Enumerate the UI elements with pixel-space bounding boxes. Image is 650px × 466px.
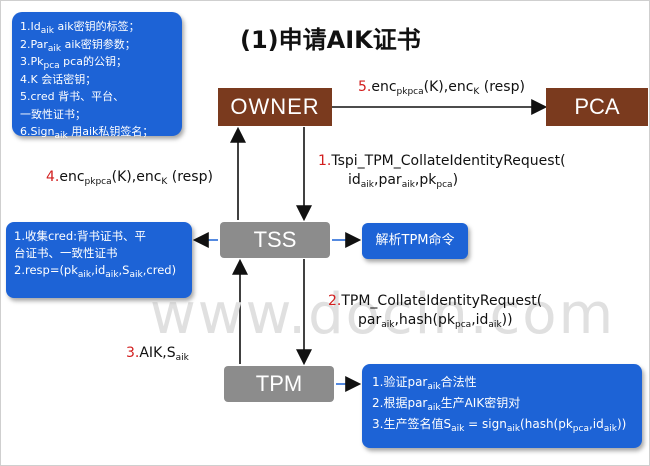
label-step-4: 4.encpkpca(K),encK (resp): [46, 169, 213, 187]
watermark: www.docin.com: [150, 282, 616, 347]
note-parse-tpm-command: 解析TPM命令: [362, 223, 468, 259]
note-tpm-steps: 1.验证paraik合法性 2.根据paraik生产AIK密钥对 3.生产签名值…: [362, 364, 642, 448]
note-tss-collect: 1.收集cred:背书证书、平 台证书、一致性证书 2.resp=(pkaik,…: [6, 222, 192, 298]
node-pca: PCA: [546, 88, 648, 126]
label-step-5: 5.encpkpca(K),encK (resp): [358, 79, 525, 97]
node-owner: OWNER: [218, 88, 332, 126]
label-step-2: 2.TPM_CollateIdentityRequest( paraik,has…: [328, 293, 543, 330]
diagram-title: (1)申请AIK证书: [240, 26, 421, 54]
node-tpm: TPM: [224, 366, 334, 402]
label-step-3: 3.AIK,Saik: [126, 345, 189, 363]
label-step-1: 1.Tspi_TPM_CollateIdentityRequest( idaik…: [318, 153, 566, 190]
node-tss: TSS: [220, 222, 330, 258]
legend-box: 1.Idaik aik密钥的标签； 2.Paraik aik密钥参数； 3.Pk…: [12, 12, 182, 141]
